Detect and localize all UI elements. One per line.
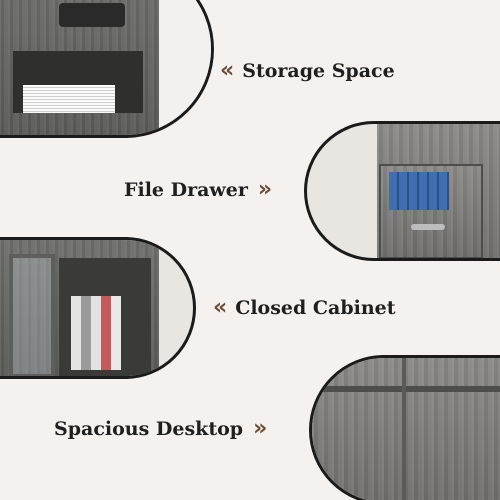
feature-label-closed-cabinet: « Closed Cabinet: [213, 295, 396, 320]
desktop-surface: [312, 358, 500, 500]
feature-label-file-drawer: File Drawer »: [124, 177, 272, 202]
desktop-corner-joint: [402, 358, 406, 500]
spacious-desktop-image: [309, 355, 500, 500]
double-chevron-right-icon: »: [257, 177, 272, 202]
desk-phone: [59, 3, 125, 27]
feature-text: File Drawer: [124, 178, 248, 201]
binders: [71, 296, 121, 370]
feature-text: Closed Cabinet: [235, 296, 396, 319]
storage-space-image: [0, 0, 214, 138]
glass-door: [9, 254, 55, 376]
double-chevron-left-icon: «: [213, 295, 227, 320]
file-drawer-image: [304, 121, 500, 261]
feature-label-storage-space: « Storage Space: [220, 58, 395, 83]
wall-background: [159, 0, 211, 135]
desktop-edge: [312, 386, 500, 392]
double-chevron-right-icon: »: [253, 416, 267, 441]
hanging-files: [389, 172, 449, 210]
drawer-handle: [411, 224, 445, 230]
closed-cabinet-image: [0, 237, 196, 379]
feature-text: Storage Space: [242, 59, 395, 82]
feature-text: Spacious Desktop: [54, 417, 244, 440]
feature-label-spacious-desktop: Spacious Desktop »: [54, 416, 267, 441]
double-chevron-left-icon: «: [220, 58, 234, 83]
paper-stack: [23, 85, 115, 113]
